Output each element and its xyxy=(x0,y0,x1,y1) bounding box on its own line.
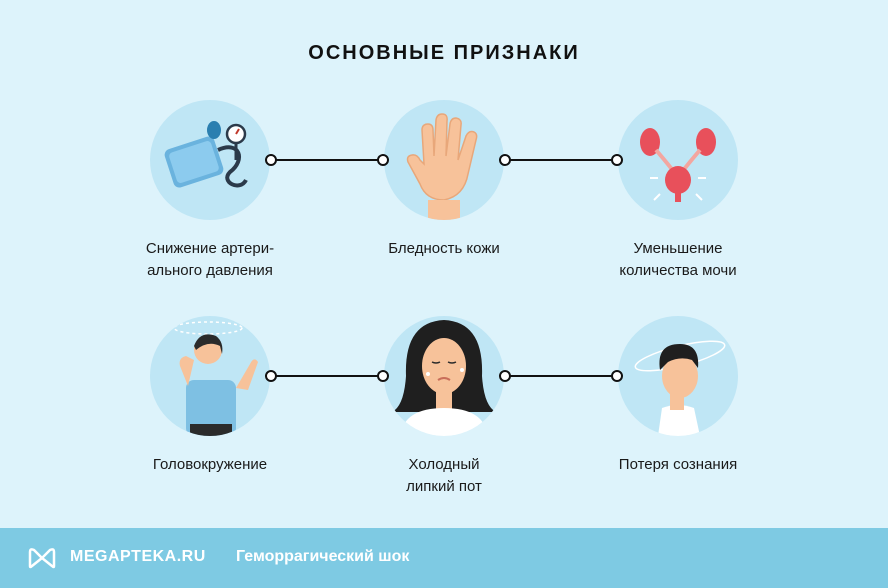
sign-caption-pale-skin: Бледность кожи xyxy=(344,238,544,260)
connector-dot xyxy=(377,370,389,382)
caption-line: Уменьшение xyxy=(633,240,723,257)
megapteka-logo-icon xyxy=(28,548,56,569)
connector xyxy=(508,375,618,377)
kidneys-icon xyxy=(640,128,716,202)
connector xyxy=(508,159,618,161)
connector xyxy=(274,375,384,377)
sign-caption-cold-sweat: Холодный липкий пот xyxy=(344,454,544,498)
sign-circle-blood-pressure xyxy=(150,100,270,220)
caption-line: количества мочи xyxy=(619,262,737,279)
connector-dot xyxy=(611,154,623,166)
connector-dot xyxy=(265,154,277,166)
connector-dot xyxy=(499,154,511,166)
footer-title: Геморрагический шок xyxy=(236,548,410,565)
sign-circle-pale-skin xyxy=(384,100,504,220)
pale-hand-icon xyxy=(406,113,478,220)
fainting-man-icon xyxy=(634,340,726,436)
caption-line: Потеря сознания xyxy=(618,456,738,473)
caption-line: Холодный xyxy=(408,456,480,473)
sweating-woman-icon xyxy=(392,320,496,436)
caption-line: Бледность кожи xyxy=(388,240,500,257)
page-title: ОСНОВНЫЕ ПРИЗНАКИ xyxy=(308,42,580,64)
sign-circle-cold-sweat xyxy=(384,316,504,436)
footer-bar: MEGAPTEKA.RU Геморрагический шок xyxy=(0,528,888,588)
caption-line: Снижение артери- xyxy=(145,240,275,257)
caption-line: Головокружение xyxy=(152,456,268,473)
sign-circle-dizziness xyxy=(150,316,270,436)
caption-line: ального давления xyxy=(147,262,273,279)
caption-line: липкий пот xyxy=(406,478,482,495)
sign-caption-fainting: Потеря сознания xyxy=(578,454,778,476)
connector-dot xyxy=(499,370,511,382)
connector-dot xyxy=(265,370,277,382)
sign-caption-urine: Уменьшение количества мочи xyxy=(578,238,778,282)
connector-dot xyxy=(377,154,389,166)
sign-circle-fainting xyxy=(618,316,738,436)
dizzy-woman-icon xyxy=(173,321,258,436)
sign-caption-blood-pressure: Снижение артери- ального давления xyxy=(110,238,310,282)
sign-caption-dizziness: Головокружение xyxy=(110,454,310,476)
connector-dot xyxy=(611,370,623,382)
blood-pressure-monitor-icon xyxy=(164,121,248,188)
connector xyxy=(274,159,384,161)
sign-circle-urine xyxy=(618,100,738,220)
brand-name[interactable]: MEGAPTEKA.RU xyxy=(70,548,206,565)
